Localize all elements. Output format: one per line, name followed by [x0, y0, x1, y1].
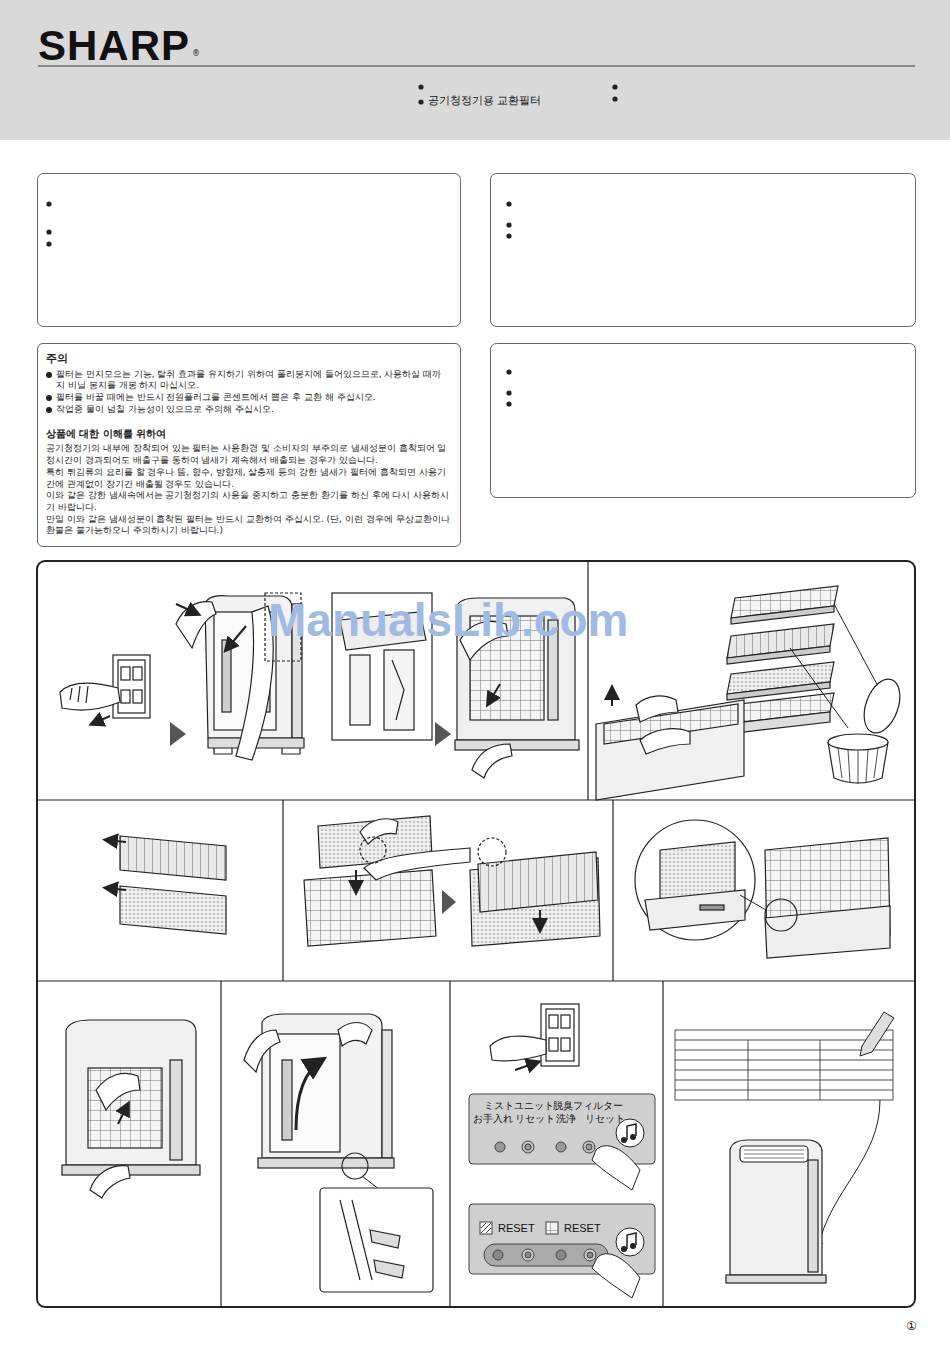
bullet-text: 작업중 물이 넘칠 가능성이 있으므로 주의해 주십시오. [56, 404, 450, 416]
filter-assembly [304, 816, 600, 946]
bullet-item: 필터를 바꿀 때에는 반드시 전원플러그를 콘센트에서 뽑은 후 교환 해 주십… [46, 392, 450, 404]
panel-label: ミストユニット [484, 1101, 554, 1112]
control-panel [469, 1204, 655, 1298]
panel-label: 洗浄 [556, 1114, 576, 1125]
body-text: 특히 튀김류의 요리를 할 경우나 뜸, 향수, 방향제, 살충제 등의 강한 … [46, 467, 450, 490]
body-text: 이와 같은 강한 냄새속에서는 공기청정기의 사용을 중지하고 충분한 환기를 … [46, 490, 450, 513]
bullet-dot [46, 372, 52, 378]
step-arrow [435, 722, 451, 746]
registered-mark: ® [192, 49, 200, 58]
watermark: ManualsLib.com [268, 594, 628, 647]
step-unplug [60, 655, 150, 724]
bullet-item: 작업중 물이 넘칠 가능성이 있으므로 주의해 주십시오. [46, 404, 450, 416]
panel-label: 脱臭フィルター [553, 1101, 623, 1112]
panel-label: リセット [585, 1114, 625, 1125]
header-band [0, 0, 950, 140]
filter-sheet [106, 836, 226, 934]
reset-label: RESET [564, 1222, 601, 1235]
air-purifier [726, 1140, 826, 1283]
control-panel [469, 1094, 655, 1190]
product-name: 공기청정기용 교환필터 [428, 95, 542, 108]
air-purifier [244, 1014, 433, 1292]
bullet-dot [46, 407, 52, 413]
page-number: ① [906, 1320, 917, 1334]
panel-label: お手入れ [473, 1114, 513, 1125]
air-purifier [62, 1020, 200, 1198]
body-text: 공기청정기의 내부에 장착되어 있는 필터는 사용환경 및 소비자의 부주의로 … [46, 443, 450, 466]
step-frame [37, 561, 915, 1307]
caution-box: 주의필터는 먼지모으는 기능, 탈취 효과를 유지하기 위하여 폴리봉지에 들어… [37, 343, 461, 547]
bullet-item: 필터는 먼지모으는 기능, 탈취 효과를 유지하기 위하여 폴리봉지에 들어있으… [46, 369, 450, 392]
plug-in [490, 1004, 579, 1070]
section-heading: 상품에 대한 이해를 위하여 [46, 427, 450, 440]
bullet-dot [46, 395, 52, 401]
panel-label: リセット [515, 1114, 555, 1125]
bullet-text: 필터를 바꿀 때에는 반드시 전원플러그를 콘센트에서 뽑은 후 교환 해 주십… [56, 392, 450, 404]
reset-label: RESET [498, 1222, 535, 1235]
brand-logo: SHARP [38, 22, 190, 70]
bullet-text: 필터는 먼지모으는 기능, 탈취 효과를 유지하기 위하여 폴리봉지에 들어있으… [56, 369, 450, 392]
waste-bin [828, 674, 907, 784]
section-heading: 주의 [46, 352, 450, 366]
info-box [38, 174, 916, 498]
body-text: 만일 이와 같은 냄새성분이 흡착된 필터는 반드시 교환하여 주십시오. (단… [46, 514, 450, 537]
filter-detail [635, 820, 890, 958]
step-arrow [170, 722, 186, 746]
